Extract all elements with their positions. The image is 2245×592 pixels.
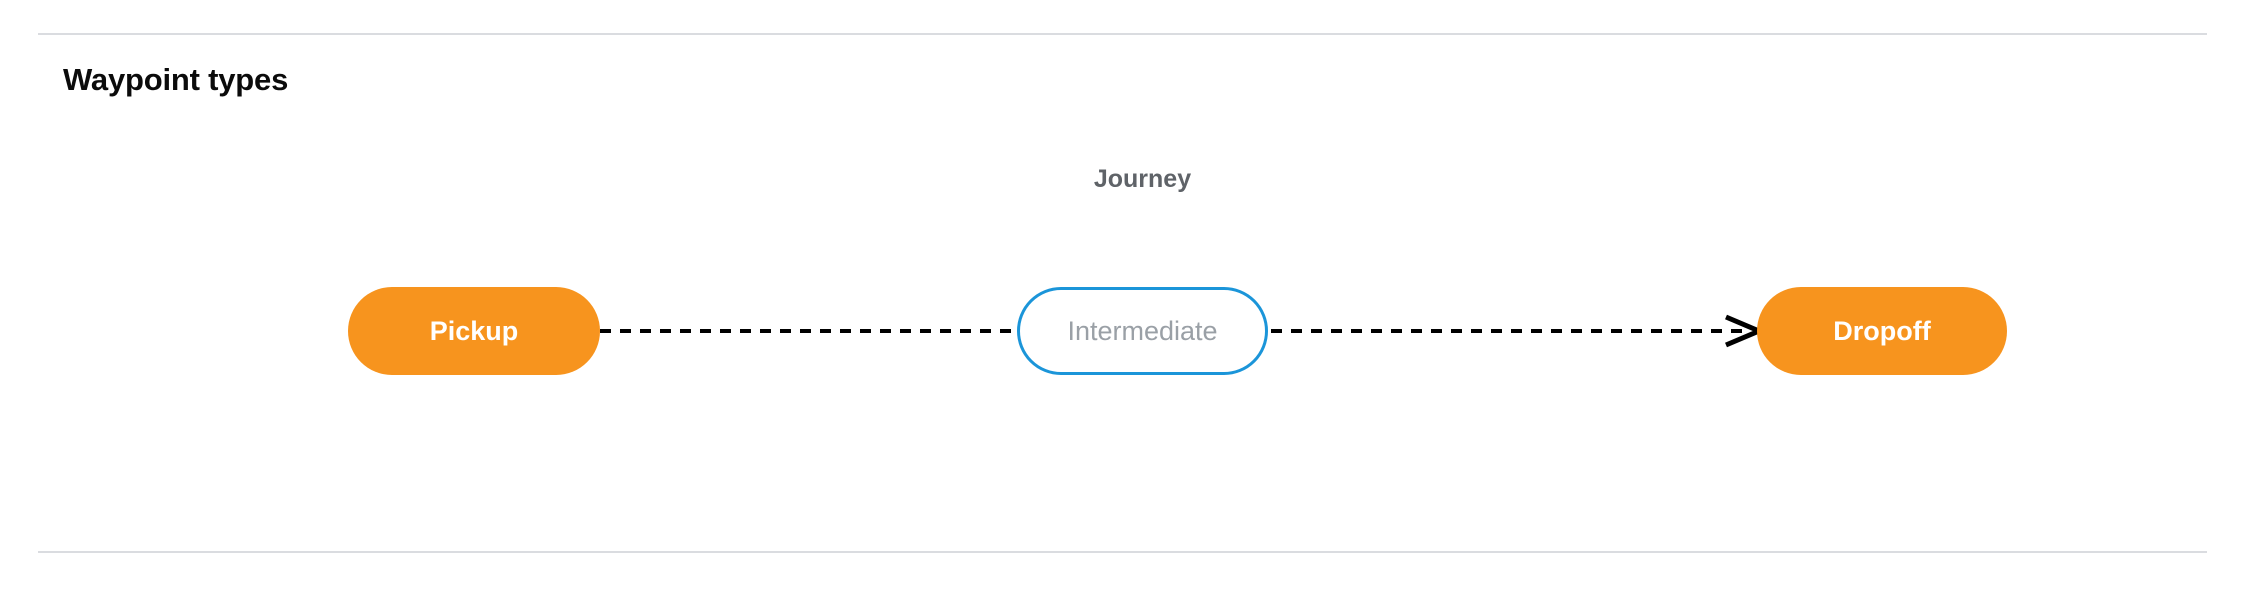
node-pickup[interactable]: Pickup <box>348 287 600 375</box>
section-divider-top <box>38 33 2207 35</box>
waypoint-flow-diagram: Journey Pickup Intermediate Dropoff <box>0 140 2245 440</box>
node-intermediate-label: Intermediate <box>1067 315 1218 346</box>
node-dropoff[interactable]: Dropoff <box>1757 287 2007 375</box>
journey-group-label: Journey <box>1093 165 1192 193</box>
page-title: Waypoint types <box>63 62 289 97</box>
node-intermediate[interactable]: Intermediate <box>1017 287 1268 375</box>
section-divider-bottom <box>38 551 2207 553</box>
arrowhead-icon <box>1725 314 1766 348</box>
node-dropoff-label: Dropoff <box>1833 315 1931 346</box>
node-pickup-label: Pickup <box>429 315 519 346</box>
